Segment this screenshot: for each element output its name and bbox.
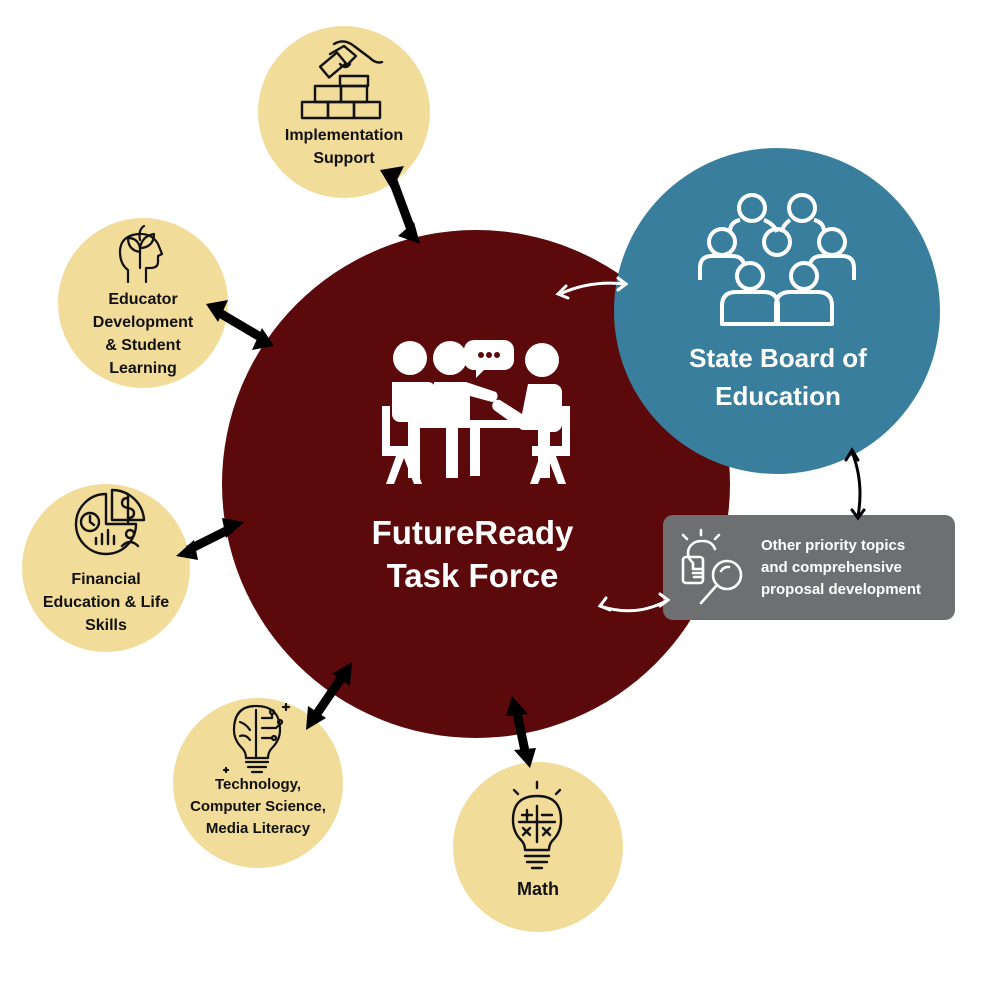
technology-node: Technology, Computer Science, Media Lite… [173, 698, 343, 868]
math-node: Math [453, 762, 623, 932]
priority-center-arrow [597, 592, 671, 613]
technology-arrow [306, 662, 352, 730]
head-plant-icon [118, 224, 164, 284]
state-board-title-line-1: State Board of [689, 343, 867, 373]
task-force-title-line-1: FutureReady [371, 514, 574, 551]
finance-chart-icon [74, 488, 146, 556]
priority-topics-box: Other priority topics and comprehensive … [663, 515, 955, 620]
team-meeting-icon [382, 340, 570, 484]
task-force-title: FutureReady Task Force [300, 512, 645, 598]
implementation-arrow [380, 166, 420, 244]
technology-label-1: Technology, [214, 776, 302, 793]
educator-label-3: & Student [105, 337, 181, 354]
board-priority-arrow [844, 447, 866, 521]
educator-label-1: Educator [108, 291, 178, 308]
educator-label-4: Learning [109, 360, 177, 377]
technology-label-2: Computer Science, [190, 798, 326, 815]
board-members-icon [698, 193, 856, 326]
math-lightbulb-icon [511, 780, 563, 870]
educator-development-node: Educator Development & Student Learning [58, 218, 228, 388]
educator-label-2: Development [92, 314, 194, 331]
hand-building-blocks-icon [300, 40, 384, 120]
financial-arrow [176, 518, 244, 560]
implementation-label-2: Support [313, 150, 375, 167]
state-board-title: State Board of Education [660, 340, 896, 415]
math-arrow [506, 696, 536, 768]
board-center-arrow [555, 276, 629, 300]
priority-line-2: and comprehensive [761, 559, 902, 576]
implementation-label-1: Implementation [284, 127, 404, 144]
financial-label-2: Education & Life [42, 594, 170, 611]
financial-label-1: Financial [71, 571, 141, 588]
math-label-1: Math [517, 879, 559, 899]
financial-label-3: Skills [85, 617, 127, 634]
state-board-title-line-2: Education [715, 380, 841, 411]
task-force-title-line-2: Task Force [386, 556, 559, 594]
priority-line-3: proposal development [761, 581, 922, 598]
lightbulb-magnifier-icon [681, 528, 743, 605]
technology-label-3: Media Literacy [205, 820, 311, 837]
tech-lightbulb-icon [222, 702, 291, 774]
educator-arrow [206, 300, 274, 350]
priority-line-1: Other priority topics [761, 537, 906, 554]
